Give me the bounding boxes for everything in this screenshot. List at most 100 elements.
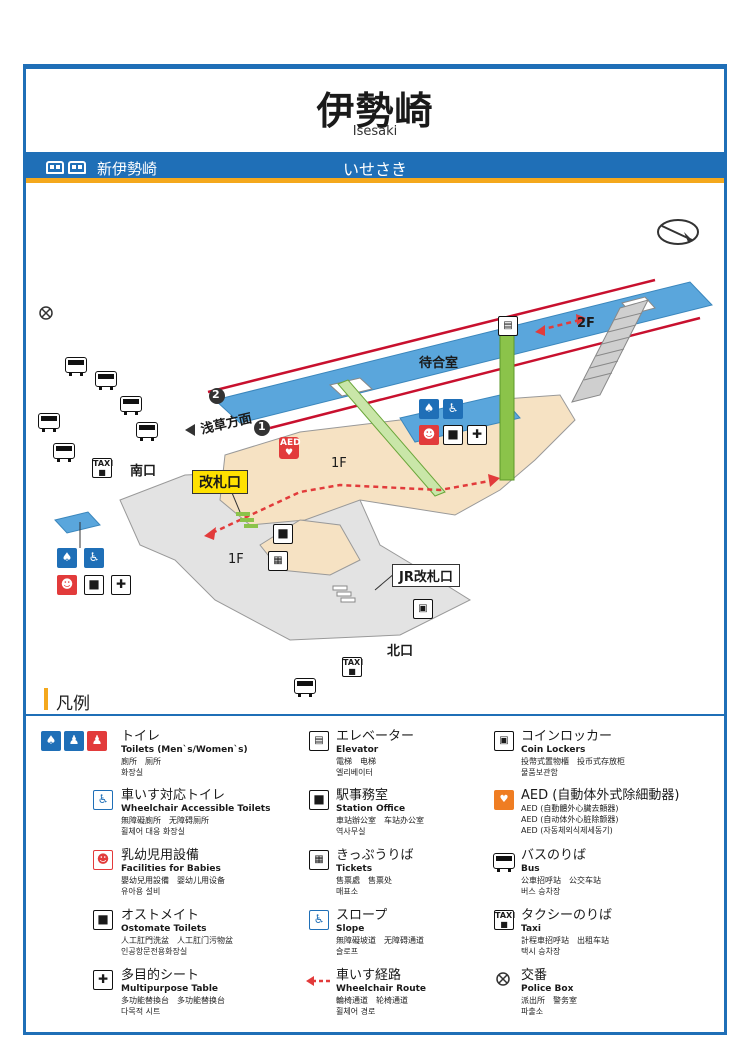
route-arrow	[576, 314, 586, 325]
legend-label-cn: 公車招呼站 公交车站	[521, 876, 601, 885]
south-exit-label: 南口	[130, 464, 157, 479]
elevator-shaft	[499, 329, 515, 481]
ticket-gate-marks	[236, 512, 258, 528]
legend-item-babies: 乳幼児用設備 Facilities for Babies 嬰幼兒用設備 婴幼儿用…	[121, 848, 321, 897]
legend-item-slope: スロープ Slope 無障礙坡道 无障碍通道 슬로프	[336, 908, 536, 957]
taxi-text: TAXI	[343, 658, 364, 667]
legend-label-en: Police Box	[521, 984, 574, 994]
ostomate-icon: ■	[93, 910, 113, 930]
coin-locker-icon: ▣	[494, 731, 514, 751]
legend-label-ko: 슬로프	[336, 947, 359, 956]
legend-item-taxi: タクシーのりば Taxi 計程車招呼站 出租车站 택시 승차장	[521, 908, 721, 957]
legend-label-en: Ostomate Toilets	[121, 924, 207, 934]
legend-label-en: Facilities for Babies	[121, 864, 221, 874]
ticket-icon: ▦	[268, 551, 288, 571]
legend-label-ja: タクシーのりば	[521, 908, 613, 923]
bus-shelter	[54, 511, 101, 534]
legend-item-wheelchair-route: 車いす経路 Wheelchair Route 輪椅通道 轮椅通道 휠체어 경로	[336, 968, 536, 1017]
previous-station[interactable]: 新伊勢崎	[97, 160, 158, 178]
legend-label-ko: 물품보관함	[521, 768, 558, 777]
legend-label-cn: 投幣式置物櫃 投币式存放柜	[521, 757, 625, 766]
legend-label-ja: きっぷうりば	[336, 848, 414, 863]
legend-label-ko: 역사무실	[336, 827, 366, 836]
station-name-romaji: Isesaki	[352, 124, 398, 139]
legend-label-ja: スロープ	[336, 908, 388, 923]
coin-locker-icon: ▣	[413, 599, 433, 619]
legend-item-toilets: トイレ Toilets (Men`s/Women`s) 廁所 厕所 화장실	[121, 729, 321, 778]
north-exit-label: 北口	[387, 644, 414, 659]
jr-ticket-gate-marks	[332, 585, 356, 603]
line-band-stripe	[26, 178, 724, 183]
compass-icon	[657, 219, 699, 245]
elevator-icon: ▤	[309, 731, 329, 751]
legend-label-ko: 택시 승차장	[521, 947, 561, 956]
line-band	[26, 152, 724, 178]
legend-label-ko: AED (자동체외식제세동기)	[521, 826, 613, 835]
current-station-kana: いせさき	[342, 160, 407, 179]
legend-label-ja: オストメイト	[121, 908, 200, 923]
legend-label-ja: トイレ	[121, 729, 161, 744]
map-frame	[23, 64, 727, 1035]
women-toilet-icon: ♟	[87, 731, 107, 751]
legend-label-ko: 휠체어 대응 화장실	[121, 827, 185, 836]
legend-label-ja: エレベーター	[336, 729, 415, 744]
legend-item-police-box: 交番 Police Box 派出所 警务室 파출소	[521, 968, 721, 1017]
waiting-room-label: 待合室	[419, 356, 459, 371]
legend-label-cn: 廁所 厕所	[121, 757, 161, 766]
taxi-icon: TAXI■	[342, 657, 364, 677]
legend-item-coin-lockers: コインロッカー Coin Lockers 投幣式置物櫃 投币式存放柜 물품보관함	[521, 729, 721, 778]
legend-label-en: Wheelchair Route	[336, 984, 427, 994]
multipurpose-seat-icon: ✚	[93, 970, 113, 990]
platform-2-badge	[209, 388, 225, 404]
platform-1-number: 1	[258, 420, 266, 433]
legend-label-cn: 派出所 警务室	[521, 996, 577, 1005]
legend-accent	[44, 688, 48, 710]
legend-label-cn: 無障礙坡道 无障碍通道	[336, 936, 424, 945]
legend-label-cn: 嬰幼兒用設備 婴幼儿用设备	[121, 876, 225, 885]
legend-label-cn: 售票處 售票处	[336, 876, 392, 885]
platform-2-number: 2	[212, 388, 220, 401]
taxi-icon: TAXI■	[92, 458, 114, 478]
staircase	[571, 299, 649, 403]
police-box-icon	[39, 306, 53, 320]
wheelchair-route-2f	[539, 318, 581, 332]
multipurpose-seat-icon: ✚	[467, 425, 487, 445]
legend-item-elevator: エレベーター Elevator 電梯 电梯 엘리베이터	[336, 729, 536, 778]
legend-label-en: Slope	[336, 924, 365, 934]
legend-title: 凡例	[56, 694, 90, 714]
legend-label-en: Elevator	[336, 745, 379, 755]
ticket-gate-label: 改札口	[192, 470, 248, 494]
floor-1f-label: 1F	[331, 456, 347, 471]
legend-label-ja: 交番	[521, 968, 548, 983]
bus-icon	[95, 371, 117, 390]
legend-label-en: Coin Lockers	[521, 745, 586, 755]
legend-label-en: Tickets	[336, 864, 373, 874]
legend-label-ja: コインロッカー	[521, 729, 613, 744]
route-arrow	[488, 474, 500, 487]
toilet-icon: ♠	[57, 548, 77, 568]
legend-label-cn: 人工肛門洗盆 人工肛门污物盆	[121, 936, 233, 945]
legend-label-en: Bus	[521, 864, 540, 874]
track-line-2	[207, 278, 656, 394]
multipurpose-seat-icon: ✚	[111, 575, 131, 595]
legend-label-ko: 엘리베이터	[336, 768, 373, 777]
baby-icon: ☻	[57, 575, 77, 595]
aed-text: AED	[280, 438, 301, 448]
bus-icon	[38, 413, 60, 432]
legend-label-ja: AED (自動体外式除細動器)	[521, 788, 680, 803]
police-box-icon	[496, 972, 510, 986]
legend-label-ko: 매표소	[336, 887, 359, 896]
legend-label-zh-tw: AED (自動體外心臟去顫器)	[521, 804, 619, 813]
legend-label-ko: 인공항문전용화장실	[121, 947, 188, 956]
station-office-icon: ■	[273, 524, 293, 544]
ostomate-icon: ■	[443, 425, 463, 445]
taxi-text: TAXI	[93, 459, 114, 468]
legend-label-en: Toilets (Men`s/Women`s)	[121, 745, 248, 755]
legend-item-aed: AED (自動体外式除細動器) AED (自動體外心臟去顫器) AED (自动体…	[521, 788, 721, 836]
legend-label-ja: 駅事務室	[336, 788, 389, 803]
bus-icon	[136, 422, 158, 441]
floor-1f-lower-label: 1F	[228, 552, 244, 567]
taxi-text: TAXI	[495, 911, 516, 920]
toilet-icon: ♠	[41, 731, 61, 751]
baby-icon: ☻	[419, 425, 439, 445]
